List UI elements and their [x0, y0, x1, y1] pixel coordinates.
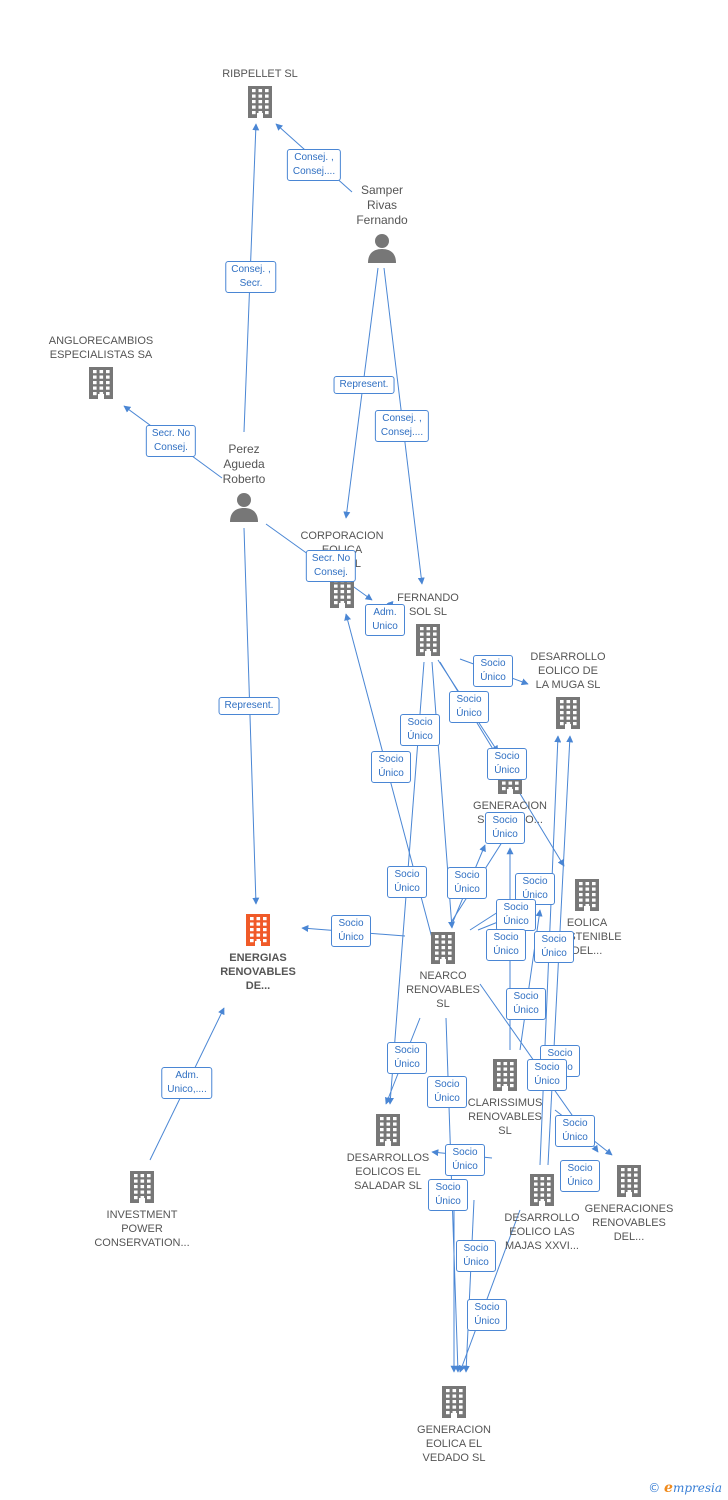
- node-label: RIBPELLET SL: [222, 68, 298, 80]
- company-node-energias[interactable]: ENERGIAS RENOVABLES DE...: [188, 913, 328, 993]
- node-label: FERNANDO SOL SL: [397, 592, 459, 618]
- building-icon: [416, 624, 440, 656]
- building-icon: [575, 879, 599, 911]
- edge-label[interactable]: Socio Único: [473, 655, 513, 687]
- edge-label[interactable]: Socio Único: [427, 1076, 467, 1108]
- company-node-generaciones[interactable]: GENERACIONES RENOVABLES DEL...: [559, 1164, 699, 1244]
- edge-line: [243, 527, 260, 905]
- edge-label[interactable]: Socio Único: [467, 1299, 507, 1331]
- brand-initial: e: [664, 1480, 673, 1496]
- edge-label[interactable]: Socio Único: [387, 866, 427, 898]
- edge-label[interactable]: Socio Único: [447, 867, 487, 899]
- edge-label[interactable]: Socio Único: [506, 988, 546, 1020]
- building-icon: [431, 932, 455, 964]
- edge-label[interactable]: Socio Único: [428, 1179, 468, 1211]
- node-label: GENERACION EOLICA EL VEDADO SL: [417, 1424, 491, 1464]
- person-node-samper[interactable]: Samper Rivas Fernando: [312, 183, 452, 264]
- edge-label[interactable]: Socio Único: [331, 915, 371, 947]
- edge-label[interactable]: Socio Único: [496, 899, 536, 931]
- building-icon: [89, 367, 113, 399]
- node-label: DESARROLLO EOLICO DE LA MUGA SL: [530, 651, 606, 691]
- node-label: ENERGIAS RENOVABLES DE...: [220, 952, 296, 992]
- company-node-clarissimus[interactable]: CLARISSIMUS RENOVABLES SL: [435, 1058, 575, 1138]
- node-label: GENERACIONES RENOVABLES DEL...: [584, 1203, 674, 1243]
- edge-label[interactable]: Secr. No Consej.: [305, 550, 357, 582]
- edge-label[interactable]: Socio Único: [560, 1160, 600, 1192]
- node-label: INVESTMENT POWER CONSERVATION...: [94, 1209, 190, 1249]
- building-icon: [442, 1386, 466, 1418]
- empresia-brand[interactable]: © empresia: [648, 1480, 722, 1496]
- person-icon: [368, 234, 396, 263]
- edge-label[interactable]: Socio Único: [534, 931, 574, 963]
- edge-line: [462, 1199, 475, 1373]
- edge-label[interactable]: Socio Único: [485, 812, 525, 844]
- edge-label[interactable]: Socio Único: [486, 929, 526, 961]
- edge-label[interactable]: Socio Único: [555, 1115, 595, 1147]
- edge-label[interactable]: Consej. , Consej....: [374, 410, 430, 442]
- edge-line: [458, 1209, 521, 1373]
- edge-label[interactable]: Socio Único: [371, 751, 411, 783]
- company-node-desarrollo-majas[interactable]: DESARROLLO EOLICO LAS MAJAS XXVI...: [472, 1173, 612, 1253]
- building-icon: [246, 914, 270, 946]
- building-icon: [556, 697, 580, 729]
- copyright-symbol: ©: [648, 1481, 661, 1495]
- building-icon: [248, 86, 272, 118]
- edge-label[interactable]: Consej. , Consej....: [286, 149, 342, 181]
- edge-label[interactable]: Secr. No Consej.: [145, 425, 197, 457]
- edge-label[interactable]: Consej. , Secr.: [225, 261, 277, 293]
- edge-label[interactable]: Adm. Unico,....: [161, 1067, 213, 1099]
- edge-label[interactable]: Represent.: [333, 376, 395, 394]
- building-icon: [130, 1171, 154, 1203]
- edge-label[interactable]: Socio Único: [400, 714, 440, 746]
- node-label: NEARCO RENOVABLES SL: [406, 970, 480, 1010]
- company-node-fernando[interactable]: FERNANDO SOL SL: [358, 591, 498, 657]
- company-node-desarrollo-muga[interactable]: DESARROLLO EOLICO DE LA MUGA SL: [498, 650, 638, 730]
- node-label: DESARROLLOS EOLICOS EL SALADAR SL: [346, 1152, 430, 1192]
- building-icon: [530, 1174, 554, 1206]
- edge-label[interactable]: Represent.: [218, 697, 280, 715]
- brand-name: mpresia: [672, 1481, 722, 1495]
- company-node-desarrollos-saladar[interactable]: DESARROLLOS EOLICOS EL SALADAR SL: [318, 1113, 458, 1193]
- edge-label[interactable]: Socio Único: [456, 1240, 496, 1272]
- company-node-vedado[interactable]: GENERACION EOLICA EL VEDADO SL: [384, 1385, 524, 1465]
- company-node-nearco[interactable]: NEARCO RENOVABLES SL: [373, 931, 513, 1011]
- company-node-anglorecambios[interactable]: ANGLORECAMBIOS ESPECIALISTAS SA: [31, 334, 171, 400]
- building-icon: [376, 1114, 400, 1146]
- company-node-investment[interactable]: INVESTMENT POWER CONSERVATION...: [72, 1170, 212, 1250]
- edge-label[interactable]: Socio Único: [445, 1144, 485, 1176]
- node-label: ANGLORECAMBIOS ESPECIALISTAS SA: [48, 335, 154, 361]
- node-label: Samper Rivas Fernando: [356, 183, 408, 227]
- company-node-ribpellet[interactable]: RIBPELLET SL: [190, 67, 330, 119]
- edge-label[interactable]: Adm. Unico: [365, 604, 405, 636]
- edge-label[interactable]: Socio Único: [527, 1059, 567, 1091]
- node-label: DESARROLLO EOLICO LAS MAJAS XXVI...: [504, 1212, 580, 1252]
- edge-label[interactable]: Socio Único: [387, 1042, 427, 1074]
- node-label: Perez Agueda Roberto: [222, 442, 266, 486]
- edge-label[interactable]: Socio Único: [487, 748, 527, 780]
- edge-label[interactable]: Socio Único: [449, 691, 489, 723]
- building-icon: [617, 1165, 641, 1197]
- node-label: CLARISSIMUS RENOVABLES SL: [467, 1097, 543, 1137]
- person-icon: [230, 493, 258, 522]
- person-node-perez[interactable]: Perez Agueda Roberto: [174, 442, 314, 523]
- building-icon: [493, 1059, 517, 1091]
